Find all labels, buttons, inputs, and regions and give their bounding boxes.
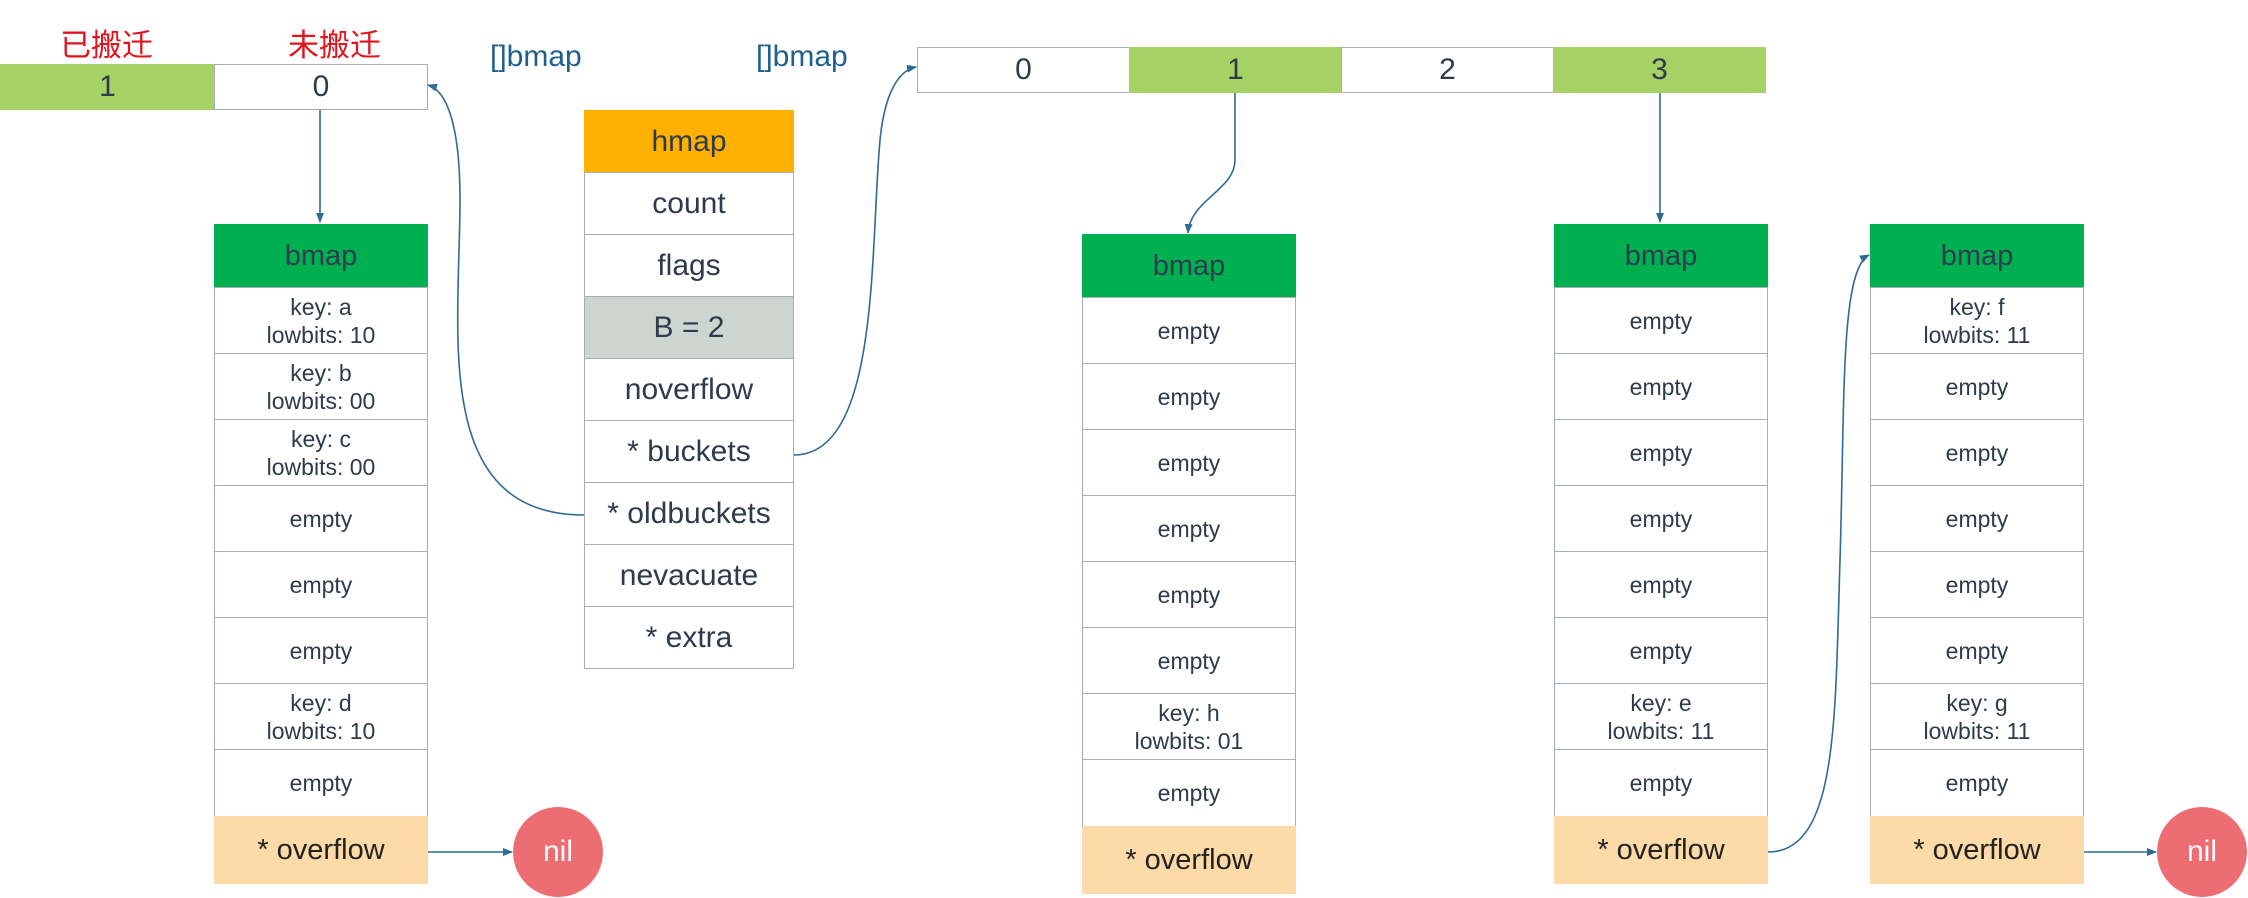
new-buckets-array-label: []bmap — [756, 40, 848, 73]
bucket-slot: empty — [1554, 287, 1768, 355]
arrow-new-slot1-to-bmap — [1184, 93, 1236, 234]
bucket-slot: empty — [1870, 749, 2084, 817]
slot-lowbits-text: lowbits: 10 — [266, 718, 376, 744]
bucket-slot: empty — [1870, 419, 2084, 487]
bmap-title: bmap — [1870, 224, 2084, 288]
bucket-slot: empty — [1554, 617, 1768, 685]
slot-key-text: key: f — [1949, 294, 2005, 320]
new-bucket-slot-3: 3 — [1553, 47, 1766, 93]
bucket-slot: empty — [1082, 561, 1296, 629]
slot-key-text: empty — [1629, 638, 1693, 664]
slot-key-text: key: g — [1946, 690, 2008, 716]
slot-key-text: empty — [1629, 506, 1693, 532]
slot-key-text: empty — [1157, 318, 1221, 344]
hmap-field-count: count — [584, 172, 794, 235]
slot-lowbits-text: lowbits: 10 — [266, 322, 376, 348]
slot-key-text: key: b — [290, 360, 352, 386]
bucket-slot: empty — [1082, 297, 1296, 365]
bucket-slot: empty — [1082, 363, 1296, 431]
bucket-slot: empty — [1082, 429, 1296, 497]
slot-key-text: key: c — [290, 426, 352, 452]
slot-key-text: empty — [1629, 572, 1693, 598]
bmap-title: bmap — [1082, 234, 1296, 298]
old-bucket-slot-0: 1 — [0, 64, 215, 110]
slot-key-text: empty — [1157, 648, 1221, 674]
slot-key-text: empty — [1629, 440, 1693, 466]
arrow-buckets-to-new-array — [793, 64, 917, 456]
bucket-slot: empty — [214, 617, 428, 685]
slot-lowbits-text: lowbits: 11 — [1923, 718, 2031, 744]
old-buckets-array: 1 0 — [0, 64, 428, 110]
new-bucket-slot-1: 1 — [1129, 47, 1342, 93]
bucket-slot: empty — [1870, 617, 2084, 685]
overflow-pointer: * overflow — [214, 816, 428, 884]
bucket-slot: empty — [1082, 627, 1296, 695]
migrated-label: 已搬迁 — [60, 28, 153, 63]
slot-key-text: key: d — [290, 690, 352, 716]
bmap-title: bmap — [1554, 224, 1768, 288]
slot-key-text: key: e — [1630, 690, 1692, 716]
hmap-field-oldbuckets: * oldbuckets — [584, 482, 794, 545]
slot-key-text: empty — [289, 506, 353, 532]
slot-key-text: empty — [1157, 780, 1221, 806]
hmap-field-extra: * extra — [584, 606, 794, 669]
slot-key-text: key: h — [1158, 700, 1220, 726]
hmap-field-buckets: * buckets — [584, 420, 794, 483]
slot-key-text: empty — [289, 770, 353, 796]
slot-key-text: empty — [1945, 638, 2009, 664]
overflow-pointer: * overflow — [1554, 816, 1768, 884]
nil-node-old-bucket: nil — [513, 807, 603, 897]
hmap-field-nevacuate: nevacuate — [584, 544, 794, 607]
slot-key-text: empty — [1945, 506, 2009, 532]
not-migrated-label: 未搬迁 — [288, 28, 381, 63]
slot-key-text: empty — [289, 572, 353, 598]
slot-key-text: empty — [1629, 374, 1693, 400]
overflow-pointer: * overflow — [1870, 816, 2084, 884]
hmap-title: hmap — [584, 110, 794, 173]
slot-key-text: empty — [1157, 516, 1221, 542]
bucket-slot: empty — [214, 749, 428, 817]
slot-lowbits-text: lowbits: 00 — [266, 388, 376, 414]
slot-key-text: empty — [1945, 440, 2009, 466]
bucket-slot: empty — [1870, 551, 2084, 619]
old-buckets-array-label: []bmap — [490, 40, 582, 73]
slot-key-text: empty — [1157, 582, 1221, 608]
nil-node-overflow-bucket: nil — [2157, 807, 2247, 897]
bucket-slot: empty — [1082, 495, 1296, 563]
bucket-slot: empty — [1554, 749, 1768, 817]
slot-lowbits-text: lowbits: 01 — [1134, 728, 1244, 754]
hmap-field-flags: flags — [584, 234, 794, 297]
slot-key-text: empty — [1157, 384, 1221, 410]
bucket-slot: empty — [1870, 485, 2084, 553]
slot-key-text: empty — [1629, 770, 1693, 796]
slot-key-text: empty — [289, 638, 353, 664]
slot-lowbits-text: lowbits: 11 — [1607, 718, 1715, 744]
bucket-slot: empty — [1554, 551, 1768, 619]
slot-key-text: empty — [1629, 308, 1693, 334]
bucket-slot: empty — [1870, 353, 2084, 421]
slot-lowbits-text: lowbits: 11 — [1923, 322, 2031, 348]
slot-key-text: empty — [1945, 770, 2009, 796]
slot-key-text: empty — [1945, 374, 2009, 400]
arrow-oldbuckets-to-old-array — [427, 83, 585, 516]
slot-key-text: empty — [1945, 572, 2009, 598]
bmap-title: bmap — [214, 224, 428, 288]
bucket-slot: empty — [1554, 419, 1768, 487]
slot-key-text: key: a — [290, 294, 352, 320]
bucket-slot: empty — [1554, 485, 1768, 553]
overflow-pointer: * overflow — [1082, 826, 1296, 894]
hmap-field-noverflow: noverflow — [584, 358, 794, 421]
new-buckets-array: 0 1 2 3 — [917, 47, 1767, 93]
bucket-slot: empty — [1554, 353, 1768, 421]
slot-lowbits-text: lowbits: 00 — [266, 454, 376, 480]
arrow-overflow-to-overflow-bucket — [1767, 254, 1870, 853]
slot-key-text: empty — [1157, 450, 1221, 476]
